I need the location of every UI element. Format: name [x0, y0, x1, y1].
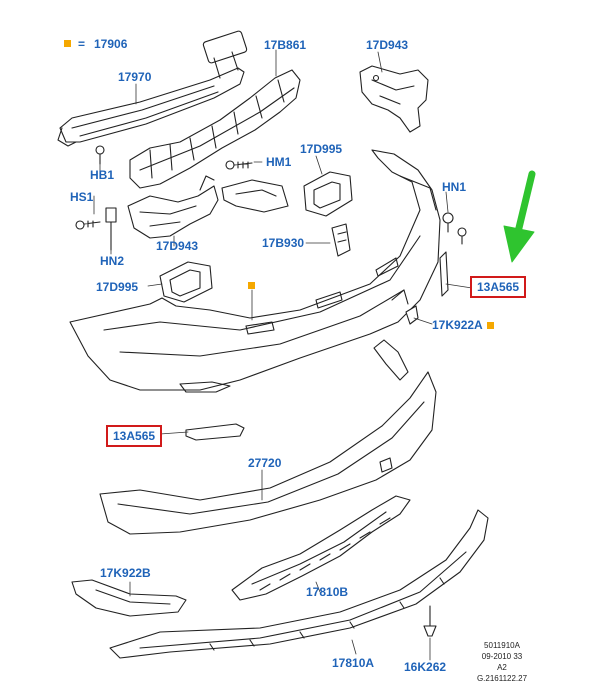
- label-17D943-lower: 17D943: [156, 239, 199, 253]
- part-16K262-push-pin: [423, 605, 437, 637]
- label-HN2: HN2: [100, 254, 125, 268]
- part-HS1-screw: [75, 220, 101, 230]
- label-17B861: 17B861: [264, 38, 307, 52]
- label-17970: 17970: [118, 70, 152, 84]
- label-HB1: HB1: [90, 168, 115, 182]
- part-HM1-screw: [225, 160, 253, 170]
- part-bumper-cover: [69, 149, 449, 393]
- part-17810B-reinforcement: [231, 495, 411, 601]
- part-center-bracket: [221, 179, 289, 213]
- part-17D943-lower-bracket: [127, 175, 219, 239]
- label-17810A: 17810A: [332, 656, 375, 670]
- label-17D943-upper: 17D943: [366, 38, 409, 52]
- label-17K922B: 17K922B: [100, 566, 151, 580]
- marker-17906-upper: [248, 282, 255, 289]
- part-17D943-upper-bracket: [359, 65, 429, 133]
- label-HN1: HN1: [442, 180, 467, 194]
- part-17970-impact-bar: [57, 30, 248, 147]
- part-17D995-lower-guide: [159, 261, 213, 303]
- part-17B930-clip: [331, 223, 351, 257]
- label-16K262: 16K262: [404, 660, 447, 674]
- legend-equals: =: [78, 37, 86, 51]
- label-17D995-lower: 17D995: [96, 280, 139, 294]
- drawing-reference: 5011910A 09-2010 33 A2 G.2161122.27: [462, 640, 542, 684]
- part-17K922B-trim: [71, 579, 187, 617]
- label-27720: 27720: [248, 456, 282, 470]
- part-27720-lower-panel: [99, 339, 437, 535]
- part-HN1-fasteners: [442, 212, 467, 245]
- label-17B930: 17B930: [262, 236, 305, 250]
- reference-line-4: G.2161122.27: [476, 674, 528, 683]
- part-17810A-lower-bracket: [109, 509, 489, 659]
- label-HM1: HM1: [266, 155, 292, 169]
- legend-code: 17906: [94, 37, 128, 51]
- label-HS1: HS1: [70, 190, 94, 204]
- legend-marker: [64, 40, 71, 47]
- leader-lines: [93, 49, 473, 661]
- label-17810B: 17810B: [306, 585, 349, 599]
- part-17D995-upper-guide: [303, 171, 353, 217]
- reference-line-3: A2: [497, 663, 507, 672]
- part-13A565-reflector: [185, 423, 245, 441]
- label-17D995-upper: 17D995: [300, 142, 343, 156]
- part-HN2-nut: [105, 207, 117, 251]
- green-arrow-indicator: [503, 170, 536, 263]
- highlight-13A565-right: 13A565: [470, 276, 527, 298]
- marker-17906-lower: [487, 322, 494, 329]
- label-17K922A: 17K922A: [432, 318, 483, 332]
- part-17B861-bracket: [95, 69, 301, 189]
- reference-line-1: 5011910A: [484, 641, 520, 650]
- highlight-13A565-left: 13A565: [106, 425, 163, 447]
- reference-line-2: 09-2010 33: [481, 652, 523, 661]
